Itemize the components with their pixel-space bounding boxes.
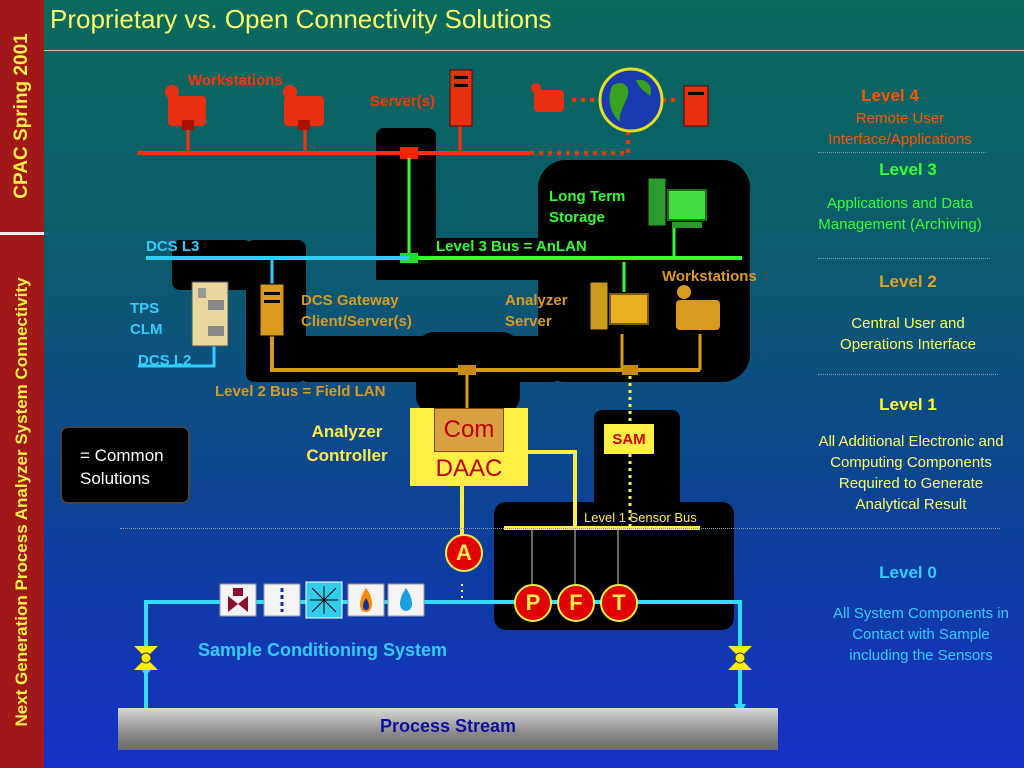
title-divider xyxy=(44,50,1024,51)
level2-desc: Central User and Operations Interface xyxy=(840,315,976,353)
operator-workstation-icon-4 xyxy=(676,285,720,330)
flow-sensor-circle: F xyxy=(557,584,595,622)
sensor-region xyxy=(494,502,734,630)
filter-icon xyxy=(263,583,301,617)
level1-bus-label: Level 1 Sensor Bus xyxy=(584,510,697,525)
level2-divider xyxy=(818,374,998,375)
temperature-sensor-circle: T xyxy=(600,584,638,622)
servers-label: Server(s) xyxy=(370,93,436,110)
dcs-gateway-label: DCS Gateway Client/Server(s) xyxy=(301,292,412,330)
pressure-sensor-circle: P xyxy=(514,584,552,622)
tps-clm-label: TPS CLM xyxy=(130,300,163,338)
com-box: Com xyxy=(434,408,504,452)
level3-desc: Applications and Data Management (Archiv… xyxy=(818,195,982,233)
level4-divider xyxy=(818,152,986,153)
level3-bus-label: Level 3 Bus = AnLAN xyxy=(436,238,587,255)
sidebar-divider xyxy=(0,232,44,235)
dcs-gateway-icon xyxy=(259,283,285,337)
valve-icon-left xyxy=(134,646,158,670)
dcs-l3-region xyxy=(172,240,252,290)
valve-icon-right xyxy=(728,646,752,670)
level1-divider xyxy=(120,528,1000,529)
dcs-l2-label: DCS L2 xyxy=(138,352,192,369)
operator-workstation-icon-1 xyxy=(165,85,206,130)
daac-label: DAAC xyxy=(435,455,503,482)
storage-computer-icon xyxy=(647,177,707,228)
process-stream-pipe xyxy=(118,708,778,750)
water-drop-icon xyxy=(387,583,425,617)
level3-title: Level 3 xyxy=(879,160,937,179)
globe-icon xyxy=(598,67,664,133)
analyzer-controller-label: Analyzer Controller xyxy=(306,422,388,465)
dcs-l3-label: DCS L3 xyxy=(146,238,200,255)
sample-conditioning-label: Sample Conditioning System xyxy=(198,640,448,660)
level4-desc: Remote User Interface/Applications xyxy=(828,110,972,148)
level1-desc: All Additional Electronic and Computing … xyxy=(818,433,1004,513)
regulator-icon xyxy=(219,583,257,617)
operator-workstation-icon-2 xyxy=(283,85,324,130)
server-tower-icon-2 xyxy=(683,85,709,127)
level2-bus xyxy=(270,336,630,372)
workstations-top-label: Workstations xyxy=(188,72,283,89)
analyzer-server-label: Analyzer Server xyxy=(505,292,568,330)
tps-clm-icon xyxy=(191,281,229,347)
page-title: Proprietary vs. Open Connectivity Soluti… xyxy=(50,4,552,34)
level2-connector-controller xyxy=(458,365,476,375)
operator-workstation-icon-3 xyxy=(531,83,564,112)
common-solutions-label: = Common Solutions xyxy=(80,446,164,488)
level2-title: Level 2 xyxy=(879,272,937,291)
workstations-mid-label: Workstations xyxy=(662,268,757,285)
level4-connector xyxy=(400,147,418,159)
process-stream-label: Process Stream xyxy=(379,716,517,736)
level0-title: Level 0 xyxy=(879,563,937,582)
cooler-icon xyxy=(305,581,343,619)
sam-box: SAM xyxy=(604,424,654,454)
common-solutions-legend: = Common Solutions xyxy=(60,426,190,504)
sidebar: CPAC Spring 2001 Next Generation Process… xyxy=(0,0,44,768)
level4-title: Level 4 xyxy=(861,86,919,105)
server-tower-icon-1 xyxy=(449,69,473,127)
level0-desc: All System Components in Contact with Sa… xyxy=(833,605,1009,664)
analyzer-circle: A xyxy=(445,534,483,572)
daac-sensor-link xyxy=(528,450,577,528)
level2-connector-sam xyxy=(622,365,638,375)
heater-icon xyxy=(347,583,385,617)
long-term-storage-label: Long Term Storage xyxy=(549,188,626,226)
level3-divider xyxy=(818,258,990,259)
analyzer-server-computer-icon xyxy=(589,281,649,331)
level1-title: Level 1 xyxy=(879,395,937,414)
level2-bus-label: Level 2 Bus = Field LAN xyxy=(215,383,386,400)
